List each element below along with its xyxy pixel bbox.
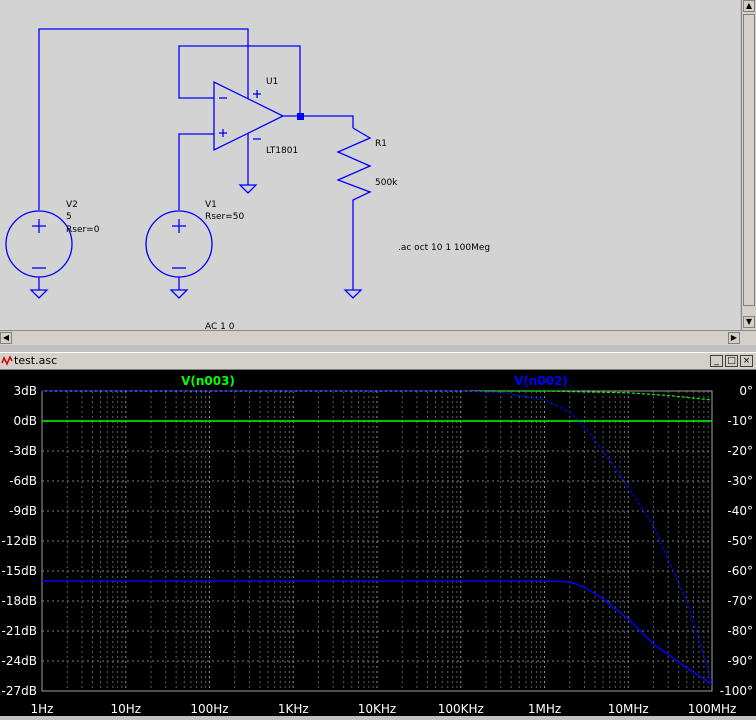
y-tick-label-left: 0dB [14,414,37,428]
x-tick-label: 1Hz [31,702,54,716]
horizontal-scrollbar[interactable]: ◀ ▶ [0,330,756,345]
close-button[interactable]: × [740,355,753,367]
v1-rser: Rser=50 [205,212,244,222]
trace-magnitude-2 [42,580,713,685]
x-tick-label: 10KHz [358,702,396,716]
output-node-marker [297,113,304,120]
r1-value: 500k [375,178,398,188]
ground-icon [169,289,189,299]
window-title: test.asc [14,354,58,367]
y-tick-label-left: -15dB [2,564,37,578]
y-tick-label-right: -60° [727,564,753,578]
v2-ref: V2 [66,200,78,210]
wire-v1 [178,133,214,210]
y-tick-label-right: -30° [727,474,753,488]
plot-window-titlebar[interactable]: test.asc _ □ × [0,352,756,370]
x-tick-label: 1KHz [278,702,309,716]
trace-phase-2 [42,390,713,683]
y-tick-label-right: -40° [727,504,753,518]
scroll-up-button[interactable]: ▲ [743,0,755,12]
wire-v2 [38,28,249,210]
schematic-canvas[interactable]: U1 LT1801 R1 500k V2 5 Rser=0 V1 Rser=50… [0,0,740,332]
v1-ref: V1 [205,200,217,210]
y-tick-label-left: -21dB [2,624,37,638]
x-tick-label: 10MHz [608,702,649,716]
v2-rser: Rser=0 [66,225,100,235]
x-tick-label: 100KHz [438,702,484,716]
y-tick-label-left: -3dB [9,444,37,458]
r1-ref: R1 [375,139,387,149]
y-tick-label-left: -9dB [9,504,37,518]
y-tick-label-left: -18dB [2,594,37,608]
y-tick-label-left: -24dB [2,654,37,668]
ground-icon [238,184,258,194]
waveform-icon [1,355,13,366]
y-tick-label-left: -6dB [9,474,37,488]
y-tick-label-right: -80° [727,624,753,638]
minimize-button[interactable]: _ [710,355,723,367]
y-tick-label-left: -12dB [2,534,37,548]
u1-ref: U1 [266,77,278,87]
y-tick-label-left: -27dB [2,684,37,698]
maximize-button[interactable]: □ [725,355,738,367]
bode-chart: 3dB 0dB -3dB -6dB -9dB -12dB -15dB -18dB -21dB -2… [2,374,753,716]
y-tick-label-right: -10° [727,414,753,428]
spice-directive: .ac oct 10 1 100Meg [398,243,490,253]
legend-trace2: V(n002) [514,374,568,388]
wire-output [300,115,354,128]
y-tick-label-right: -90° [727,654,753,668]
legend-trace1: V(n003) [181,374,235,388]
y-tick-label-left: 3dB [14,384,37,398]
wire-feedback [178,45,301,117]
scroll-right-button[interactable]: ▶ [728,332,740,344]
x-tick-label: 1MHz [528,702,561,716]
schematic-drawing: U1 LT1801 R1 500k V2 5 Rser=0 V1 Rser=50… [5,28,490,332]
ground-icon [29,289,49,299]
waveform-plot[interactable]: 3dB 0dB -3dB -6dB -9dB -12dB -15dB -18dB -21dB -2… [0,370,756,716]
y-tick-label-right: -70° [727,594,753,608]
resistor-r1 [336,127,372,290]
y-tick-label-right: -50° [727,534,753,548]
x-tick-label: 100Hz [190,702,228,716]
u1-model: LT1801 [266,146,298,156]
scroll-left-button[interactable]: ◀ [0,332,12,344]
x-tick-label: 10Hz [110,702,141,716]
y-tick-label-right: -20° [727,444,753,458]
y-tick-label-right: 0° [739,384,753,398]
scroll-thumb[interactable] [743,14,755,306]
v2-value: 5 [66,212,72,222]
v1-ac: AC 1 0 [205,322,235,330]
x-tick-label: 100MHz [688,702,737,716]
vertical-scrollbar[interactable]: ▲ ▼ [741,0,756,330]
y-tick-label-right: -100° [720,684,753,698]
ground-icon [343,289,363,299]
scroll-down-button[interactable]: ▼ [743,316,755,328]
